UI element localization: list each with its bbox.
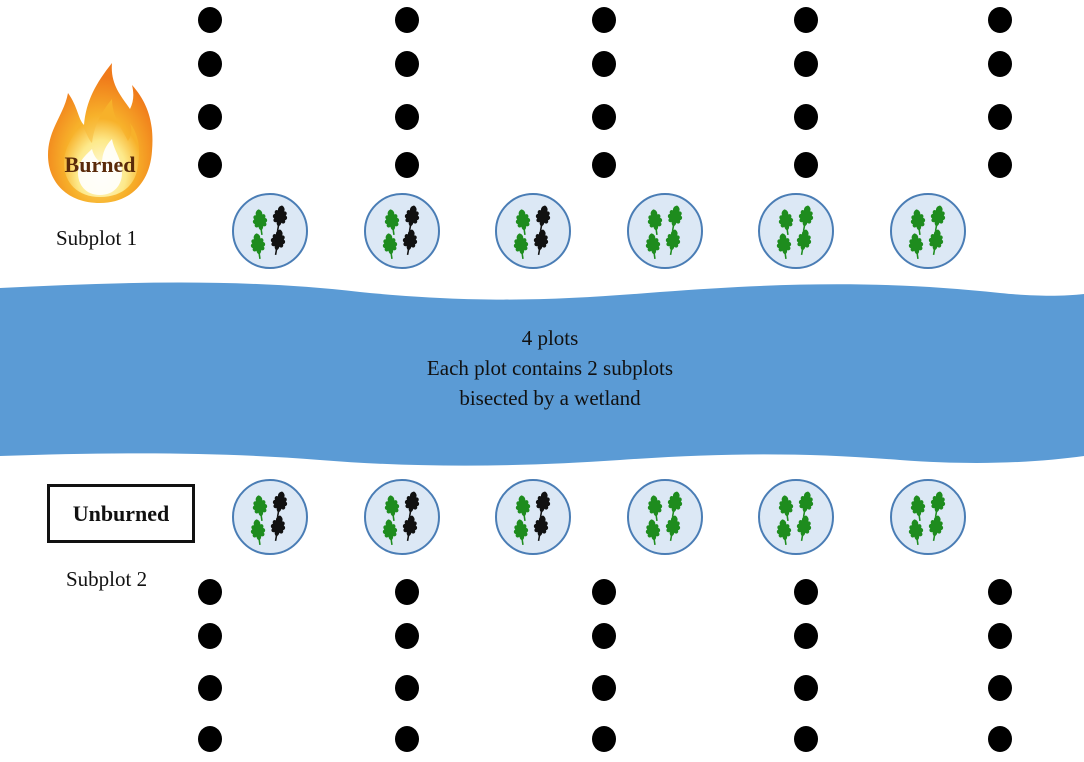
dot-marker — [198, 51, 222, 77]
wetland-band — [0, 282, 1084, 466]
dot-marker — [198, 152, 222, 178]
plot-circle — [627, 479, 703, 555]
subplot-1-label: Subplot 1 — [56, 226, 138, 250]
dot-marker — [988, 51, 1012, 77]
dot-marker — [794, 675, 818, 701]
plot-circle — [758, 193, 834, 269]
plot-circle — [890, 479, 966, 555]
dot-marker — [592, 152, 616, 178]
dot-marker — [988, 104, 1012, 130]
subplot-2-label: Subplot 2 — [66, 567, 148, 591]
dot-marker — [395, 51, 419, 77]
unburned-label: Unburned — [72, 500, 170, 526]
plot-circle-outline — [758, 193, 834, 269]
plot-circle-outline — [232, 193, 308, 269]
plot-circle-outline — [758, 479, 834, 555]
dot-marker — [988, 579, 1012, 605]
dot-marker — [988, 726, 1012, 752]
plot-circle — [232, 193, 308, 269]
dot-marker — [198, 675, 222, 701]
dot-marker — [592, 579, 616, 605]
dot-markers — [198, 7, 1012, 752]
plot-circle — [890, 193, 966, 269]
plot-circle — [758, 479, 834, 555]
dot-marker — [395, 152, 419, 178]
plot-circle-outline — [627, 193, 703, 269]
dot-marker — [794, 104, 818, 130]
plot-circle — [232, 479, 308, 555]
plot-circle — [364, 479, 440, 555]
wetland-description: 4 plots Each plot contains 2 subplots bi… — [300, 323, 800, 413]
plot-circles — [232, 193, 966, 555]
wetland-text-line: Each plot contains 2 subplots — [426, 356, 674, 381]
fire-icon — [48, 63, 153, 203]
dot-marker — [988, 675, 1012, 701]
dot-marker — [794, 579, 818, 605]
dot-marker — [592, 623, 616, 649]
plot-circle-outline — [495, 479, 571, 555]
dot-marker — [592, 104, 616, 130]
dot-marker — [395, 623, 419, 649]
wetland-text-line: bisected by a wetland — [459, 386, 641, 411]
unburned-label-box: Unburned — [47, 484, 195, 543]
dot-marker — [988, 152, 1012, 178]
plot-circle-outline — [627, 479, 703, 555]
dot-marker — [198, 7, 222, 33]
dot-marker — [988, 7, 1012, 33]
plot-circle-outline — [364, 479, 440, 555]
dot-marker — [592, 675, 616, 701]
plot-circle — [364, 193, 440, 269]
dot-marker — [794, 7, 818, 33]
dot-marker — [198, 579, 222, 605]
dot-marker — [395, 726, 419, 752]
plot-circle-outline — [232, 479, 308, 555]
dot-marker — [395, 579, 419, 605]
dot-marker — [592, 51, 616, 77]
plot-circle — [495, 479, 571, 555]
dot-marker — [395, 104, 419, 130]
plot-circle — [627, 193, 703, 269]
dot-marker — [794, 623, 818, 649]
plot-circle — [495, 193, 571, 269]
plot-circle-outline — [495, 193, 571, 269]
dot-marker — [794, 726, 818, 752]
dot-marker — [988, 623, 1012, 649]
plot-circle-outline — [890, 479, 966, 555]
dot-marker — [198, 104, 222, 130]
dot-marker — [395, 7, 419, 33]
burned-label: Burned — [65, 152, 136, 177]
dot-marker — [794, 152, 818, 178]
plot-circle-outline — [890, 193, 966, 269]
dot-marker — [794, 51, 818, 77]
dot-marker — [198, 623, 222, 649]
dot-marker — [592, 726, 616, 752]
dot-marker — [198, 726, 222, 752]
dot-marker — [592, 7, 616, 33]
plot-circle-outline — [364, 193, 440, 269]
wetland-text-line: 4 plots — [521, 326, 579, 350]
dot-marker — [395, 675, 419, 701]
